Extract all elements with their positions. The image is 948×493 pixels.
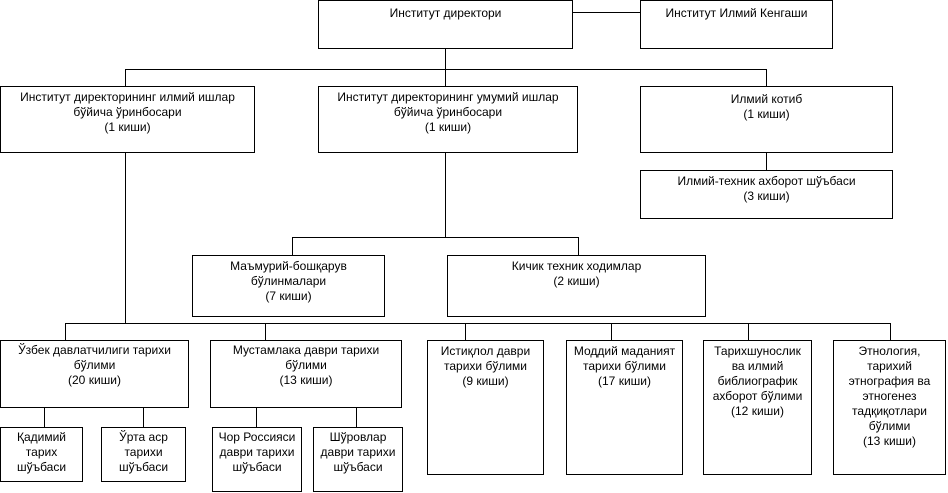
box-text-line: Кичик техник ходимлар — [511, 259, 642, 273]
box-text-line: шўъбаси — [232, 460, 282, 474]
box-text-line: Ўзбек давлатчилиги тарихи — [18, 343, 171, 357]
info-section-box: Илмий-техник ахборот шўъбаси(3 киши) — [640, 170, 893, 219]
box-text-line: Маъмурий-бошқарув — [230, 259, 347, 273]
box-text-line: ахборот бўлими — [712, 389, 803, 403]
box-text-line: бўлинмалари — [250, 274, 327, 288]
box-text-line: Моддий маданият — [573, 344, 676, 358]
box-text-line: Чор Россияси — [218, 430, 296, 444]
box-text-line: (2 киши) — [553, 274, 600, 288]
box-text-line: бўлими — [285, 358, 327, 372]
box-text-line: тарихи бўлими — [444, 359, 527, 373]
scientific-secretary-box: Илмий котиб(1 киши) — [640, 86, 893, 153]
box-text-line: Шўровлар — [329, 430, 387, 444]
box-text-line: (13 киши) — [279, 373, 333, 387]
box-text-line: (13 киши) — [863, 434, 916, 448]
box-text-line: Қадимий — [16, 430, 67, 444]
box-text-line: бўлими — [73, 358, 116, 372]
scientific-council-box: Институт Илмий Кенгаши — [640, 0, 833, 49]
box-text-line: (12 киши) — [731, 404, 784, 418]
box-text-line: бўйича ўринбосари — [393, 105, 503, 119]
box-text-line: Илмий-техник ахборот шўъбаси — [677, 174, 856, 188]
box-text-line: Тарихшунослик — [714, 344, 801, 358]
box-text-line: (9 киши) — [462, 374, 509, 388]
box-text-line: (20 киши) — [68, 373, 121, 387]
box-text-line: этногенез — [862, 389, 917, 403]
box-text-line: шўъбаси — [333, 460, 383, 474]
box-text-line: этнография ва — [848, 374, 931, 388]
tech-staff-box: Кичик техник ходимлар(2 киши) — [447, 255, 706, 317]
box-text-line: тарихи бўлими — [583, 359, 666, 373]
box-text-line: Институт Илмий Кенгаши — [665, 6, 808, 20]
box-text-line: Институт директори — [389, 6, 502, 20]
box-text-line: (1 киши) — [424, 120, 472, 134]
box-text-line: тарих — [25, 445, 58, 459]
box-text-line: даври тарихи — [320, 445, 396, 459]
box-text-line: Этнология, — [858, 344, 921, 358]
box-text-line: тадқиқотлари — [852, 404, 927, 418]
box-text-line: (1 киши) — [104, 120, 151, 134]
box-text-line: шўъбаси — [118, 460, 169, 474]
box-text-line: бўйича ўринбосари — [73, 105, 182, 119]
box-text-line: ва илмий — [731, 359, 784, 373]
box-text-line: тарихи — [124, 445, 163, 459]
director-box: Институт директори — [318, 0, 573, 49]
box-text-line: бўлими — [868, 419, 911, 433]
box-text-line: Институт директорининг илмий ишлар — [20, 90, 235, 104]
box-text-line: Ўрта аср — [119, 430, 168, 444]
box-text-line: Мустамлака даври тарихи — [232, 343, 380, 357]
box-text-line: Илмий котиб — [730, 92, 803, 106]
box-text-line: даври тарихи — [219, 445, 295, 459]
box-text-line: шўъбаси — [16, 460, 67, 474]
box-text-line: (1 киши) — [743, 107, 790, 121]
box-text-line: (17 киши) — [598, 374, 651, 388]
box-text-line: библиографик — [717, 374, 798, 388]
box-text-line: Институт директорининг умумий ишлар — [337, 90, 559, 104]
box-text-line: (7 киши) — [265, 289, 312, 303]
box-text-line: тарихий — [867, 359, 912, 373]
box-text-line: (3 киши) — [743, 189, 790, 203]
box-text-line: Истиқлол даври — [440, 344, 531, 358]
